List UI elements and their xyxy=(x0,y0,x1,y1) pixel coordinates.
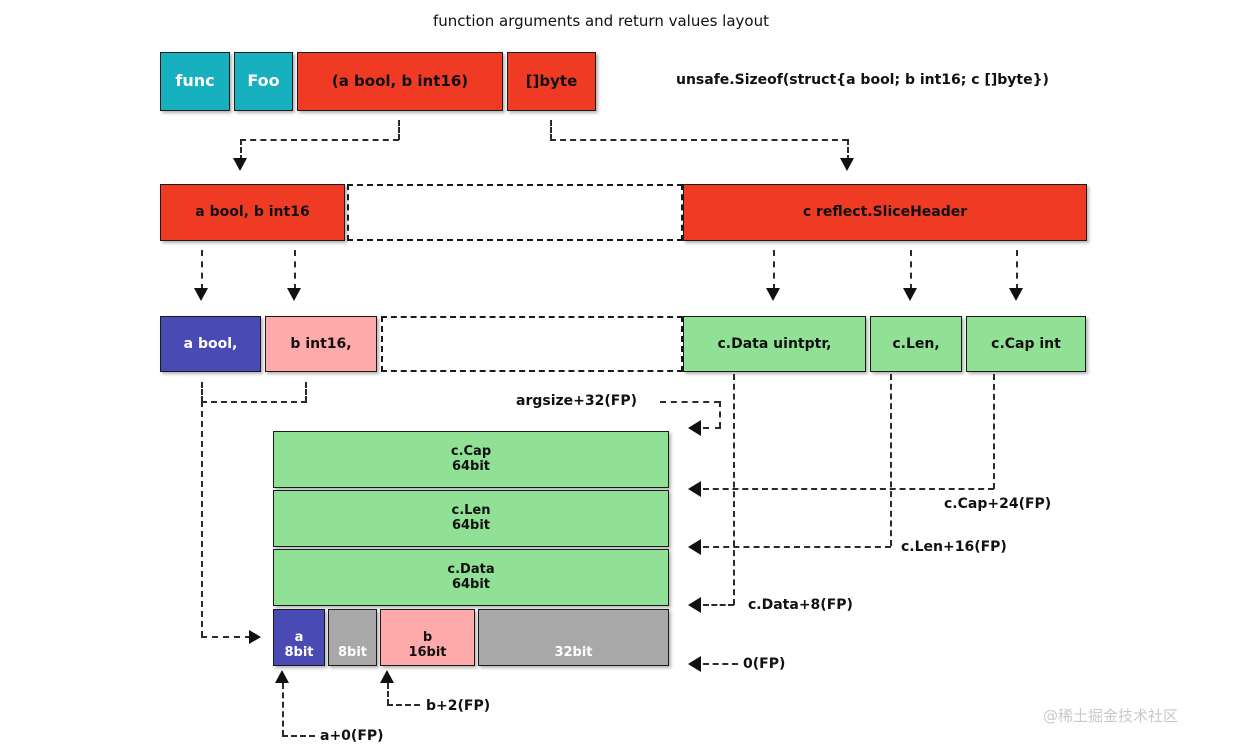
offset-label-b: b+2(FP) xyxy=(426,698,491,714)
field-box-c-data: c.Data uintptr, xyxy=(683,316,866,372)
struct-box-ab: a bool, b int16 xyxy=(160,184,345,241)
offset-label-data: c.Data+8(FP) xyxy=(748,597,853,613)
connector-return-stub xyxy=(550,120,552,140)
field-box-a-bool-label: a bool, xyxy=(183,335,238,352)
byte-cell-b: b 16bit xyxy=(380,609,475,666)
connector-argsize-tail xyxy=(703,427,721,429)
connector-len-drop xyxy=(890,374,892,546)
arrow-params-to-struct xyxy=(233,158,247,171)
stack-slot-c-cap-size: 64bit xyxy=(451,458,491,474)
arrow-argsize xyxy=(688,420,701,436)
struct-box-padding xyxy=(347,184,683,241)
signature-box-foo-label: Foo xyxy=(247,71,280,91)
signature-box-func: func xyxy=(160,52,230,111)
arrow-to-c-len xyxy=(903,288,917,301)
connector-left-long-drop xyxy=(201,401,203,637)
field-box-c-len: c.Len, xyxy=(870,316,962,372)
watermark: @稀土掘金技术社区 xyxy=(1043,707,1179,725)
connector-params-horizontal xyxy=(240,139,399,141)
connector-cap-drop xyxy=(993,374,995,489)
page-title: function arguments and return values lay… xyxy=(433,12,769,30)
byte-cell-b-name: b xyxy=(422,630,433,646)
connector-return-drop xyxy=(847,139,849,161)
connector-return-horizontal xyxy=(550,139,848,141)
connector-params-stub xyxy=(398,120,400,140)
stack-slot-c-len: c.Len 64bit xyxy=(273,490,669,547)
offset-label-cap: c.Cap+24(FP) xyxy=(944,496,1052,512)
struct-box-sliceheader: c reflect.SliceHeader xyxy=(683,184,1087,241)
byte-cell-a-name: a xyxy=(294,630,304,646)
field-box-c-cap: c.Cap int xyxy=(966,316,1086,372)
arrow-b-offset xyxy=(380,670,394,683)
stack-slot-c-cap-name: c.Cap xyxy=(450,443,492,459)
stack-slot-c-data-name: c.Data xyxy=(447,561,495,577)
signature-box-foo: Foo xyxy=(234,52,293,111)
arrow-a-offset xyxy=(275,670,289,683)
connector-len-horizontal xyxy=(703,546,891,548)
stack-slot-c-len-size: 64bit xyxy=(451,517,491,533)
offset-label-a: a+0(FP) xyxy=(320,728,384,744)
connector-clen-drop xyxy=(910,250,912,290)
connector-params-drop xyxy=(240,139,242,161)
connector-ccap-drop xyxy=(1016,250,1018,290)
arrow-len xyxy=(688,539,701,555)
byte-cell-pad1-size: 8bit xyxy=(337,645,368,661)
connector-b-offset-vertical xyxy=(387,683,389,705)
offset-label-argsize: argsize+32(FP) xyxy=(516,393,637,409)
connector-b-drop xyxy=(294,250,296,290)
connector-data-drop xyxy=(733,374,735,605)
offset-label-zero: 0(FP) xyxy=(743,656,786,672)
byte-cell-pad2: 32bit xyxy=(478,609,669,666)
struct-box-ab-label: a bool, b int16 xyxy=(195,204,310,221)
connector-a-offset-vertical xyxy=(282,683,284,736)
signature-box-return-label: []byte xyxy=(525,71,578,90)
connector-cap-horizontal xyxy=(703,488,994,490)
arrow-to-c-cap xyxy=(1009,288,1023,301)
arrow-return-to-struct xyxy=(840,158,854,171)
field-box-a-bool: a bool, xyxy=(160,316,261,372)
connector-left-bridge xyxy=(201,401,307,403)
byte-cell-a-size: 8bit xyxy=(284,645,314,661)
arrow-to-b-int16 xyxy=(287,288,301,301)
signature-box-params: (a bool, b int16) xyxy=(297,52,503,111)
sizeof-expression: unsafe.Sizeof(struct{a bool; b int16; c … xyxy=(676,72,1049,88)
field-box-c-len-label: c.Len, xyxy=(892,335,940,352)
byte-cell-a: a 8bit xyxy=(273,609,325,666)
stack-slot-c-cap: c.Cap 64bit xyxy=(273,431,669,488)
stack-slot-c-len-name: c.Len xyxy=(451,502,491,518)
signature-box-params-label: (a bool, b int16) xyxy=(331,71,469,90)
stack-slot-c-data: c.Data 64bit xyxy=(273,549,669,606)
arrow-left-into-byterow xyxy=(249,630,261,644)
connector-left-a-stub xyxy=(201,382,203,402)
connector-a-drop xyxy=(201,250,203,290)
connector-argsize-horizontal xyxy=(660,401,720,403)
connector-left-b-stub xyxy=(305,382,307,402)
connector-cdata-drop xyxy=(773,250,775,290)
arrow-data xyxy=(688,597,701,613)
connector-b-offset-horizontal xyxy=(387,704,420,706)
arrow-cap xyxy=(688,481,701,497)
byte-cell-b-size: 16bit xyxy=(408,645,447,661)
field-box-padding xyxy=(381,316,683,372)
field-box-c-cap-label: c.Cap int xyxy=(991,335,1061,352)
connector-data-horizontal xyxy=(703,604,734,606)
byte-cell-pad1: 8bit xyxy=(328,609,377,666)
struct-box-sliceheader-label: c reflect.SliceHeader xyxy=(802,204,968,221)
connector-argsize-drop xyxy=(719,401,721,428)
offset-label-len: c.Len+16(FP) xyxy=(901,539,1007,555)
connector-zero-horizontal xyxy=(703,663,738,665)
signature-box-return: []byte xyxy=(507,52,596,111)
stack-slot-c-data-size: 64bit xyxy=(451,576,491,592)
field-box-b-int16-label: b int16, xyxy=(290,335,352,352)
arrow-to-c-data xyxy=(766,288,780,301)
connector-a-offset-horizontal xyxy=(282,735,315,737)
signature-box-func-label: func xyxy=(175,71,215,91)
connector-left-to-byterow xyxy=(201,636,251,638)
field-box-b-int16: b int16, xyxy=(265,316,377,372)
field-box-c-data-label: c.Data uintptr, xyxy=(717,335,832,352)
byte-cell-pad2-size: 32bit xyxy=(554,645,593,661)
arrow-zero xyxy=(688,656,701,672)
arrow-to-a-bool xyxy=(194,288,208,301)
